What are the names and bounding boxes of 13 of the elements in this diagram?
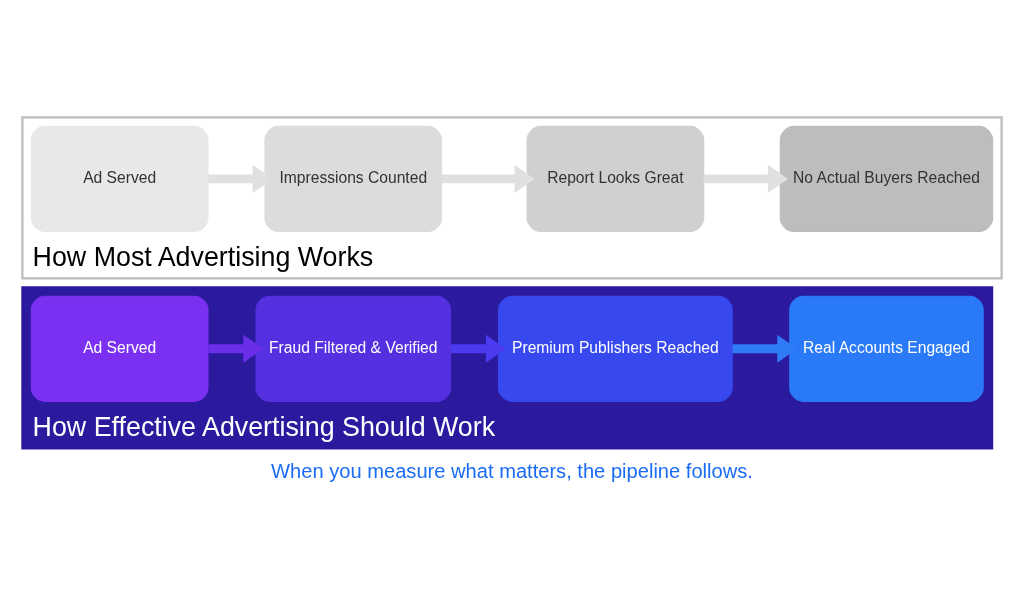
arrow: [450, 334, 507, 363]
node-box: Real Accounts Engaged: [789, 295, 984, 402]
node-box: Ad Served: [30, 295, 209, 402]
node-box: Premium Publishers Reached: [498, 295, 733, 402]
arrow: [208, 334, 264, 363]
caption: When you measure what matters, the pipeline follows.: [271, 459, 753, 482]
arrow: [703, 164, 788, 193]
arrow: [441, 164, 535, 193]
node-box: Fraud Filtered & Verified: [255, 295, 452, 402]
node-box: Report Looks Great: [526, 125, 705, 232]
node-box: Ad Served: [30, 125, 209, 232]
node-box: No Actual Buyers Reached: [779, 125, 994, 232]
node-box: Impressions Counted: [264, 125, 443, 232]
